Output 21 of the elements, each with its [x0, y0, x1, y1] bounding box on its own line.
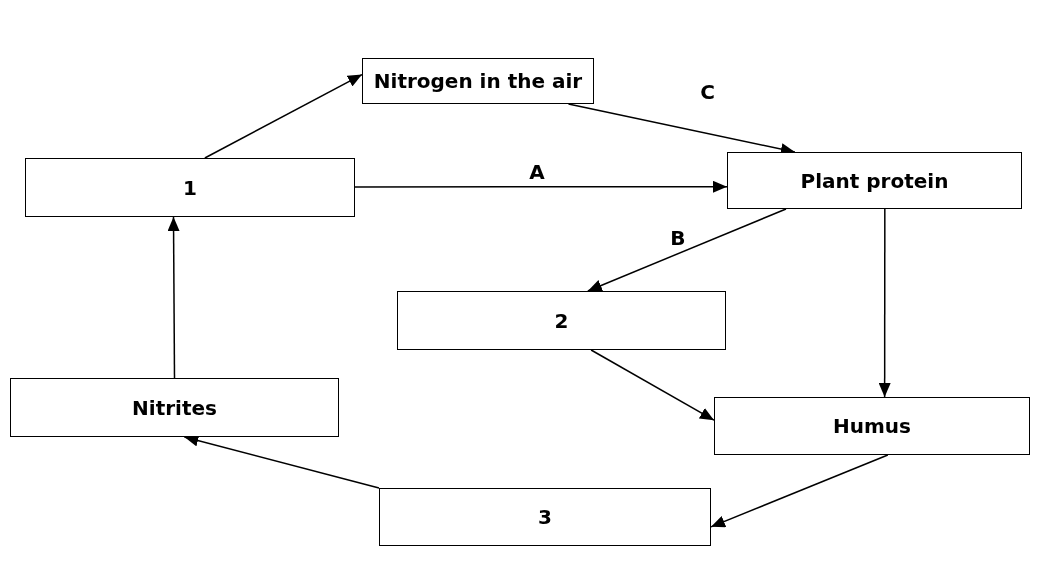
arrow	[878, 208, 891, 398]
process-box	[727, 152, 1022, 209]
process-box	[714, 397, 1030, 455]
box-label: Humus	[833, 414, 911, 438]
box-label: Nitrogen in the air	[373, 69, 583, 93]
process-box	[379, 488, 711, 546]
box-label: 2	[554, 308, 569, 333]
arrow	[204, 73, 363, 159]
arrow	[710, 454, 889, 528]
box-label: 3	[538, 505, 552, 529]
box-label: 1	[183, 175, 197, 200]
box-label: Nitrites	[132, 395, 217, 420]
process-box	[10, 378, 339, 437]
arrow	[167, 216, 180, 379]
arrow	[590, 349, 715, 421]
process-box	[362, 58, 594, 104]
process-box	[397, 291, 726, 350]
arrow	[354, 180, 728, 193]
box-label: Plant protein	[800, 168, 949, 193]
process-box	[25, 158, 355, 217]
arrow	[587, 208, 787, 292]
